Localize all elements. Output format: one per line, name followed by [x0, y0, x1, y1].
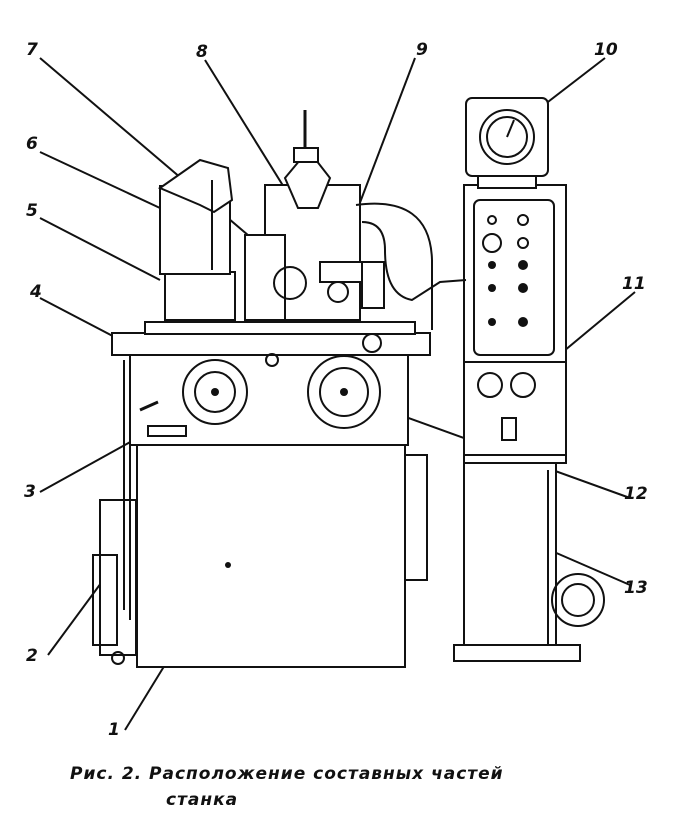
- grinding-head: [244, 110, 467, 330]
- figure-caption-line1: Рис. 2. Расположение составных частей: [70, 764, 504, 784]
- lower-cabinet: [463, 462, 557, 659]
- callout-3: 3: [24, 482, 36, 502]
- callout-13: 13: [624, 578, 648, 598]
- work-table: [111, 321, 431, 367]
- work-head: [157, 158, 236, 321]
- electric-cabinet: [453, 184, 605, 662]
- callout-4: 4: [30, 282, 42, 302]
- callout-10: 10: [594, 40, 618, 60]
- callout-8: 8: [196, 42, 208, 62]
- base-stand: [136, 444, 406, 668]
- callout-11: 11: [622, 274, 646, 294]
- callout-12: 12: [624, 484, 648, 504]
- callout-1: 1: [108, 720, 120, 740]
- indicator-box: [465, 97, 549, 189]
- callout-5: 5: [26, 201, 38, 221]
- callout-9: 9: [416, 40, 428, 60]
- cabinet-lamp: [482, 233, 502, 253]
- callout-2: 2: [26, 646, 38, 666]
- callout-7: 7: [26, 40, 38, 60]
- figure-caption-line2: станка: [166, 790, 239, 810]
- callout-6: 6: [26, 134, 38, 154]
- cabinet-switch: [501, 417, 517, 441]
- cabinet-knob-left: [477, 372, 503, 398]
- leader-5: [39, 217, 161, 281]
- drive-gear: [551, 573, 605, 627]
- coolant-pipe: [355, 202, 433, 330]
- leader-6: [39, 151, 161, 209]
- machine-base: [92, 354, 428, 668]
- cabinet-knob-right: [510, 372, 536, 398]
